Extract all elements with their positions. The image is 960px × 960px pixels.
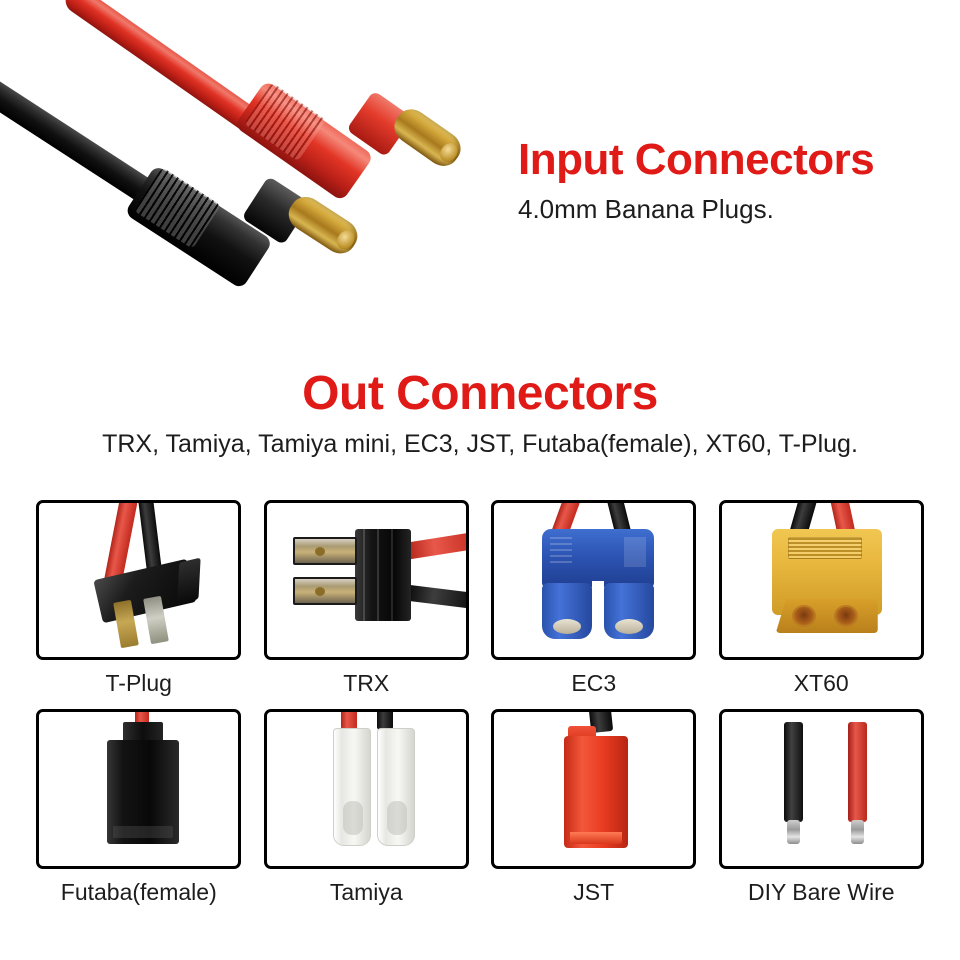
connector-cell-xt60: XT60 bbox=[713, 500, 931, 697]
connector-label: JST bbox=[573, 879, 615, 905]
futaba-connector-icon bbox=[36, 709, 242, 869]
out-connectors-subtitle: TRX, Tamiya, Tamiya mini, EC3, JST, Futa… bbox=[102, 430, 858, 458]
bare-wire-icon bbox=[718, 709, 924, 869]
connector-label: DIY Bare Wire bbox=[747, 879, 895, 905]
connector-cell-tamiya: Tamiya bbox=[258, 709, 476, 906]
ec3-body bbox=[542, 529, 655, 587]
connector-label: Tamiya bbox=[329, 879, 403, 905]
connector-grid: T-Plug TRX EC3 bbox=[30, 500, 930, 906]
ec3-center-gap bbox=[592, 581, 605, 631]
tamiya-barrel-left bbox=[332, 728, 371, 846]
out-connectors-heading: Out Connectors bbox=[302, 367, 658, 420]
connector-cell-ec3: EC3 bbox=[485, 500, 703, 697]
black-wire bbox=[783, 722, 803, 822]
connector-label: T-Plug bbox=[105, 670, 172, 696]
stripped-end-red bbox=[850, 820, 864, 844]
black-plug-gold-tip bbox=[282, 190, 364, 260]
connector-cell-futaba: Futaba(female) bbox=[30, 709, 248, 906]
t-plug-connector-icon bbox=[36, 500, 242, 660]
xt60-socket-left bbox=[791, 605, 816, 627]
input-connectors-subtitle: 4.0mm Banana Plugs. bbox=[518, 194, 774, 224]
red-wire bbox=[847, 722, 867, 822]
tamiya-barrel-right bbox=[376, 728, 415, 846]
input-connectors-block: Input Connectors 4.0mm Banana Plugs. bbox=[518, 138, 948, 225]
red-wire bbox=[340, 712, 357, 730]
connector-cell-bare-wire: DIY Bare Wire bbox=[713, 709, 931, 906]
connector-cell-jst: JST bbox=[485, 709, 703, 906]
out-connectors-block: Out Connectors TRX, Tamiya, Tamiya mini,… bbox=[0, 370, 960, 459]
connector-label: XT60 bbox=[793, 670, 849, 696]
connector-label: EC3 bbox=[571, 670, 617, 696]
black-wire bbox=[376, 712, 393, 730]
futaba-neck bbox=[123, 722, 164, 744]
connector-label: TRX bbox=[343, 670, 390, 696]
banana-plug-photo bbox=[0, 0, 520, 340]
connector-cell-t-plug: T-Plug bbox=[30, 500, 248, 697]
red-wire bbox=[405, 531, 466, 560]
jst-body bbox=[564, 736, 629, 848]
jst-connector-icon bbox=[491, 709, 697, 869]
connector-cell-trx: TRX bbox=[258, 500, 476, 697]
xt60-embossed-label bbox=[787, 537, 862, 559]
input-connectors-heading: Input Connectors bbox=[518, 135, 875, 184]
xt60-connector-icon bbox=[718, 500, 924, 660]
trx-contact-upper bbox=[292, 537, 357, 565]
trx-connector-icon bbox=[263, 500, 469, 660]
black-wire bbox=[406, 584, 466, 610]
red-plug-gold-tip bbox=[388, 103, 467, 173]
stripped-end-black bbox=[786, 820, 800, 844]
ec3-barrel-right bbox=[604, 583, 655, 639]
connector-label: Futaba(female) bbox=[60, 879, 217, 905]
tamiya-connector-icon bbox=[263, 709, 469, 869]
ec3-connector-icon bbox=[491, 500, 697, 660]
trx-body bbox=[354, 529, 411, 621]
xt60-socket-right bbox=[833, 605, 858, 627]
futaba-body bbox=[107, 740, 180, 844]
ec3-barrel-left bbox=[542, 583, 593, 639]
trx-contact-lower bbox=[292, 577, 357, 605]
